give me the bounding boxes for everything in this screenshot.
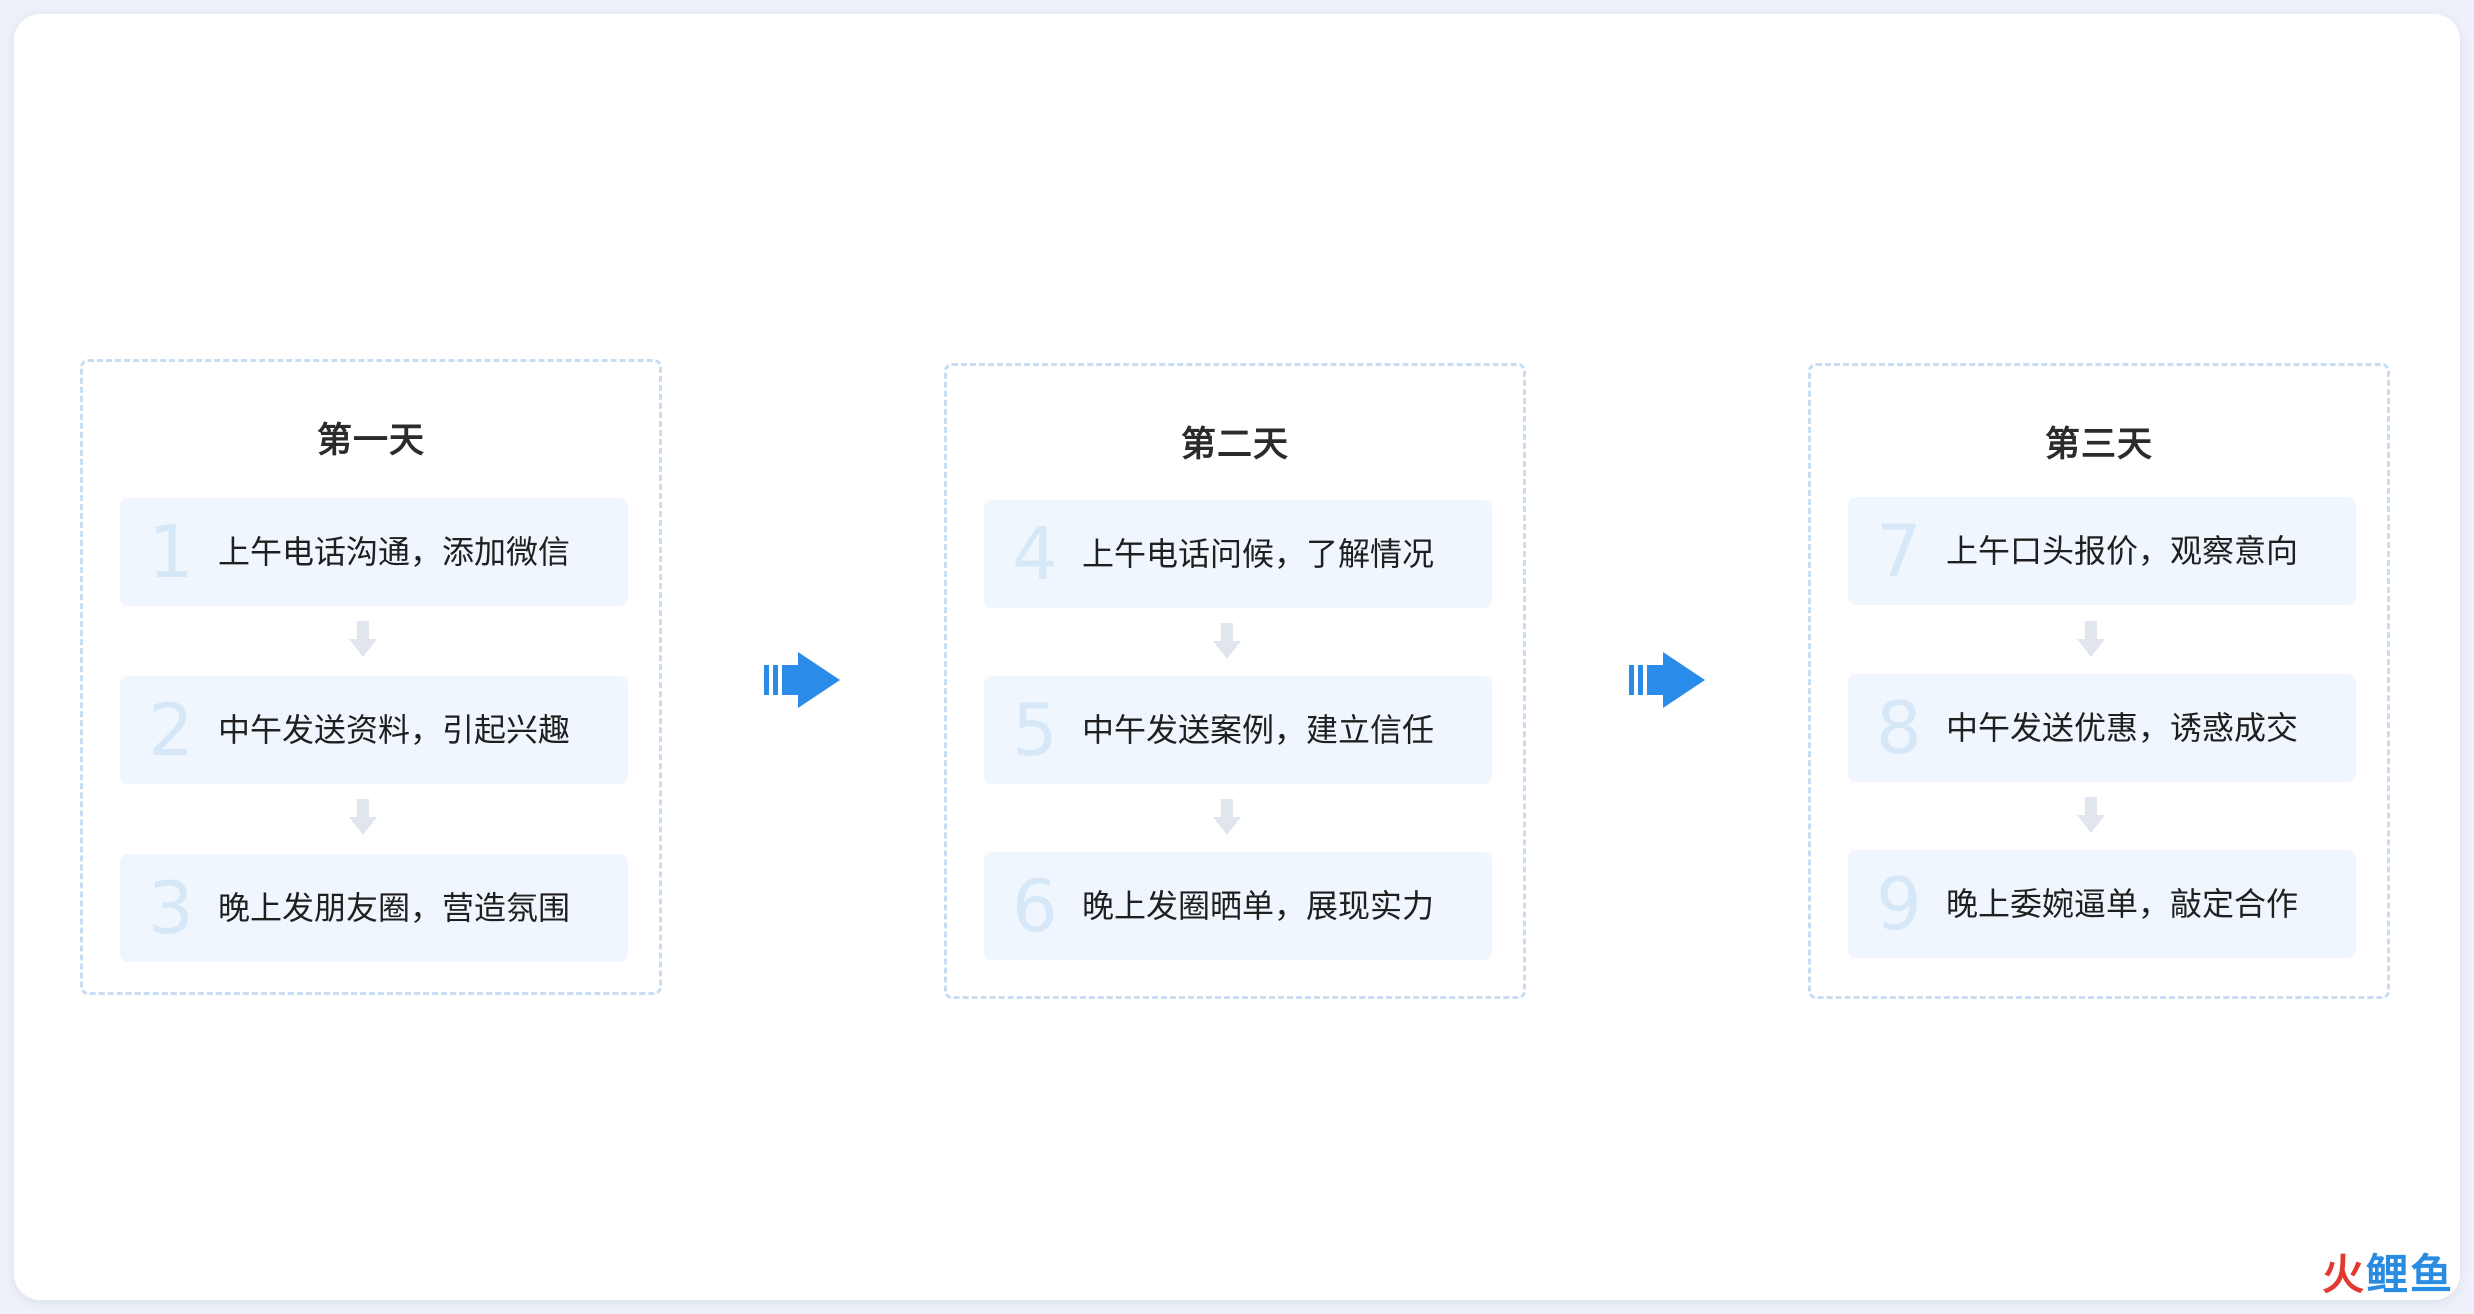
step-number: 1 xyxy=(148,510,194,594)
watermark-part2: 鲤鱼 xyxy=(2365,1250,2454,1299)
step-number: 4 xyxy=(1012,512,1058,596)
step-text: 中午发送资料，引起兴趣 xyxy=(218,711,571,749)
step-text: 上午口头报价，观察意向 xyxy=(1946,532,2299,570)
step-text: 晚上发朋友圈，营造氛围 xyxy=(218,889,571,927)
step-card: 3 晚上发朋友圈，营造氛围 xyxy=(120,854,628,962)
step-text: 中午发送优惠，诱惑成交 xyxy=(1946,709,2299,747)
step-card: 8 中午发送优惠，诱惑成交 xyxy=(1848,674,2356,782)
step-card: 9 晚上委婉逼单，敲定合作 xyxy=(1848,850,2356,958)
down-arrow-icon xyxy=(1213,623,1241,659)
down-arrow-icon xyxy=(349,799,377,835)
step-card: 5 中午发送案例，建立信任 xyxy=(984,676,1492,784)
day-title: 第一天 xyxy=(316,421,425,461)
day-box-1: 第一天 1 上午电话沟通，添加微信 2 中午发送资料，引起兴趣 3 晚上发朋友圈… xyxy=(80,359,662,995)
right-arrow-icon xyxy=(1629,652,1705,708)
step-card: 1 上午电话沟通，添加微信 xyxy=(120,498,628,606)
step-number: 7 xyxy=(1876,509,1922,593)
step-text: 晚上委婉逼单，敲定合作 xyxy=(1946,885,2299,923)
step-text: 上午电话沟通，添加微信 xyxy=(218,533,571,571)
step-card: 4 上午电话问候，了解情况 xyxy=(984,500,1492,608)
day-title: 第二天 xyxy=(1180,425,1289,465)
step-text: 中午发送案例，建立信任 xyxy=(1082,711,1435,749)
watermark-logo: 火鲤鱼 xyxy=(2322,1241,2454,1302)
diagram-canvas: 第一天 1 上午电话沟通，添加微信 2 中午发送资料，引起兴趣 3 晚上发朋友圈… xyxy=(14,14,2460,1300)
step-text: 上午电话问候，了解情况 xyxy=(1082,535,1435,573)
right-arrow-icon xyxy=(764,652,840,708)
day-box-2: 第二天 4 上午电话问候，了解情况 5 中午发送案例，建立信任 6 晚上发圈晒单… xyxy=(944,363,1526,999)
day-box-3: 第三天 7 上午口头报价，观察意向 8 中午发送优惠，诱惑成交 9 晚上委婉逼单… xyxy=(1808,363,2390,999)
step-card: 6 晚上发圈晒单，展现实力 xyxy=(984,852,1492,960)
step-card: 7 上午口头报价，观察意向 xyxy=(1848,497,2356,605)
step-number: 5 xyxy=(1012,688,1058,772)
down-arrow-icon xyxy=(1213,799,1241,835)
step-text: 晚上发圈晒单，展现实力 xyxy=(1082,887,1435,925)
day-title: 第三天 xyxy=(2044,425,2153,465)
down-arrow-icon xyxy=(349,621,377,657)
down-arrow-icon xyxy=(2077,797,2105,833)
step-number: 2 xyxy=(148,688,194,772)
watermark-part1: 火 xyxy=(2321,1250,2366,1299)
step-number: 6 xyxy=(1012,864,1058,948)
step-number: 9 xyxy=(1876,862,1922,946)
down-arrow-icon xyxy=(2077,621,2105,657)
step-number: 3 xyxy=(148,866,194,950)
step-card: 2 中午发送资料，引起兴趣 xyxy=(120,676,628,784)
step-number: 8 xyxy=(1876,686,1922,770)
